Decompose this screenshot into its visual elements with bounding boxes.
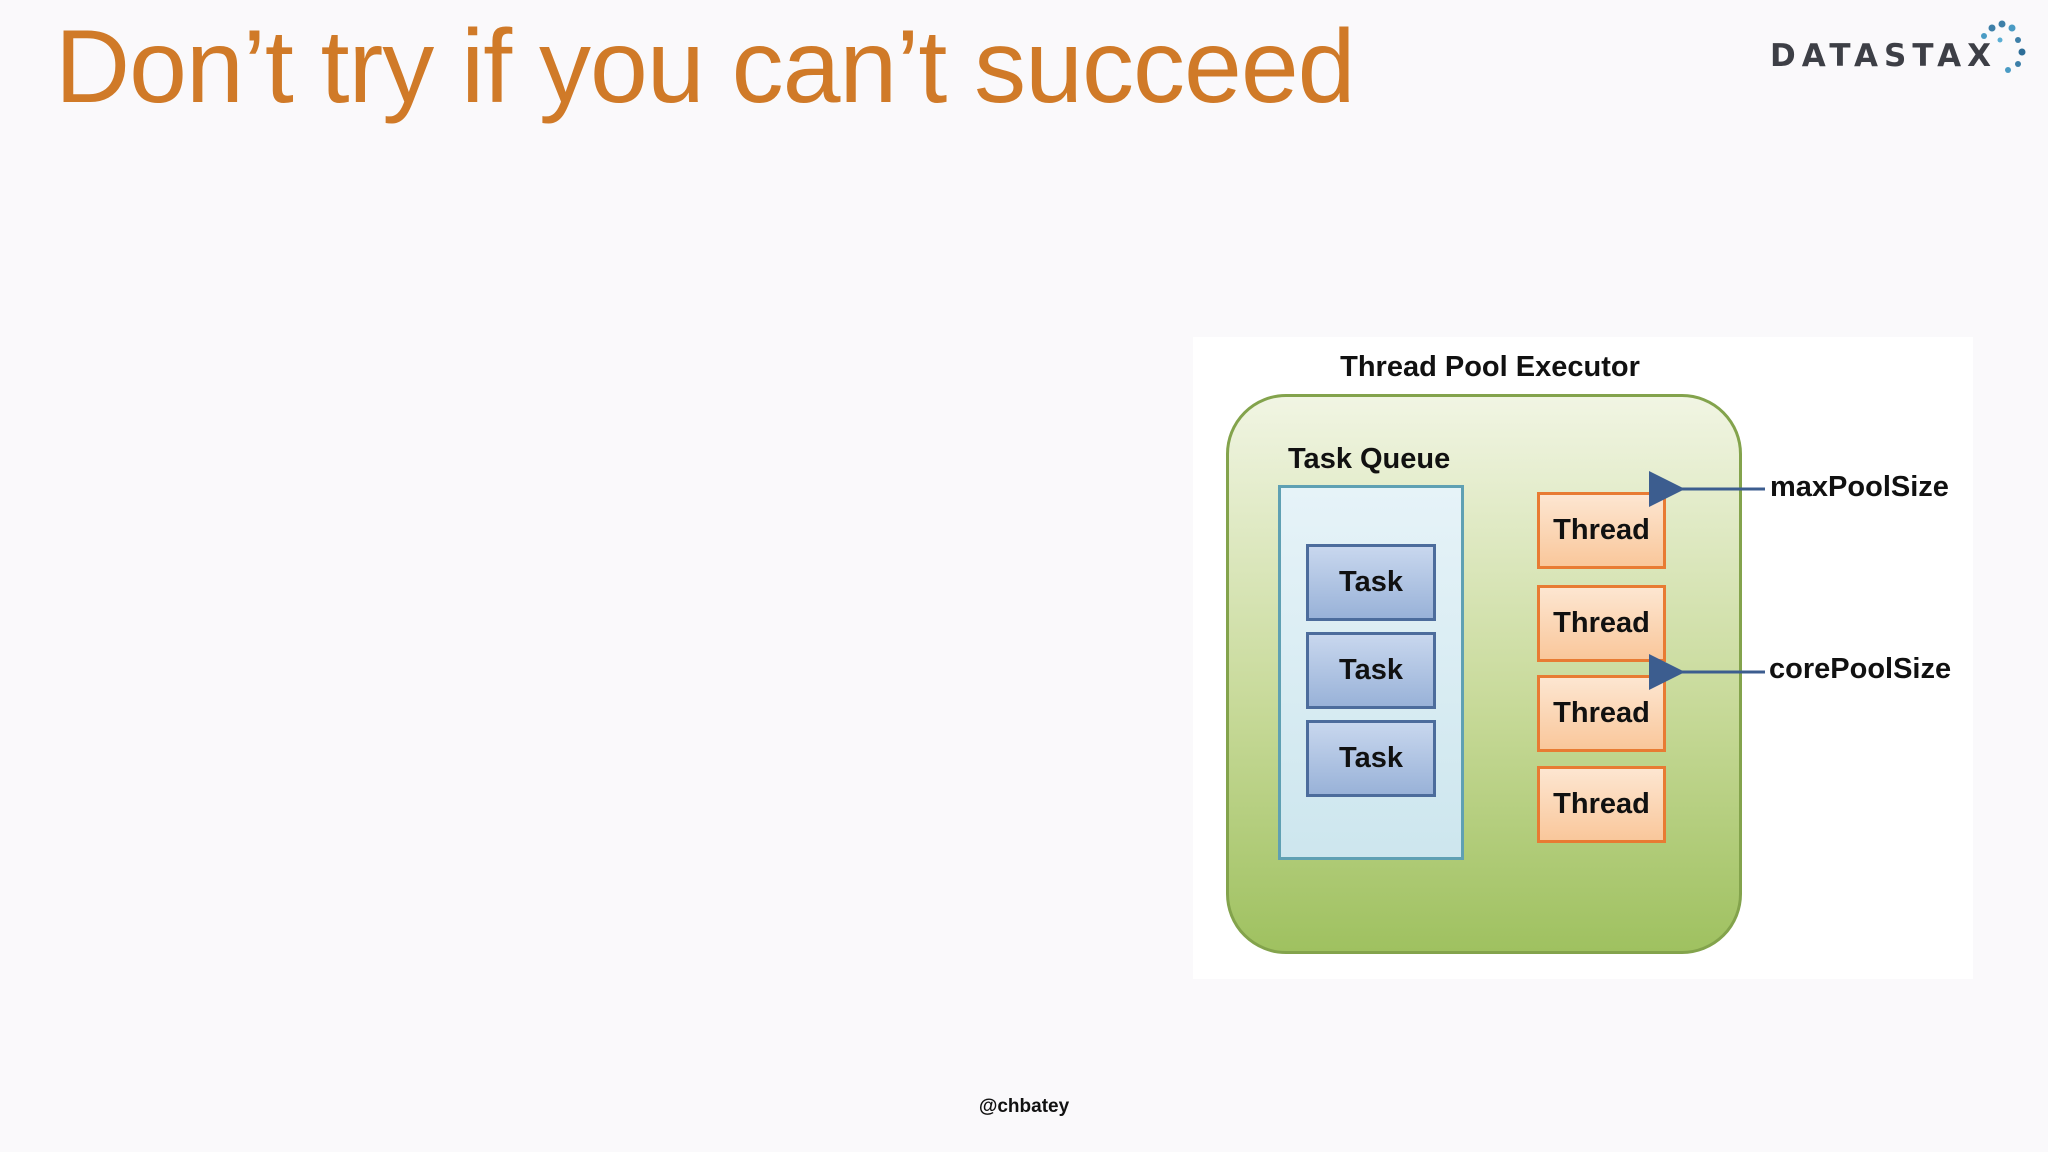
datastax-logo: DATASTAX [1770, 18, 2030, 78]
footer-handle: @chbatey [978, 1096, 1070, 1117]
core-pool-size-label: corePoolSize [1769, 653, 1952, 685]
task-box: Task [1306, 720, 1436, 797]
task-box: Task [1306, 632, 1436, 709]
dots-cluster-icon [1981, 20, 2026, 73]
thread-box: Thread [1537, 766, 1666, 843]
thread-box: Thread [1537, 492, 1666, 569]
task-queue-label: Task Queue [1288, 443, 1451, 475]
max-pool-size-label: maxPoolSize [1770, 471, 1949, 503]
thread-pool-diagram: Thread Pool Executor Task Queue Task Tas… [1193, 337, 1973, 979]
diagram-title: Thread Pool Executor [1340, 351, 1640, 383]
logo-text: DATASTAX [1770, 38, 1998, 74]
thread-box: Thread [1537, 585, 1666, 662]
slide-title: Don’t try if you can’t succeed [55, 9, 1356, 125]
pool-size-arrows [1649, 471, 1765, 690]
thread-box: Thread [1537, 675, 1666, 752]
task-box: Task [1306, 544, 1436, 621]
